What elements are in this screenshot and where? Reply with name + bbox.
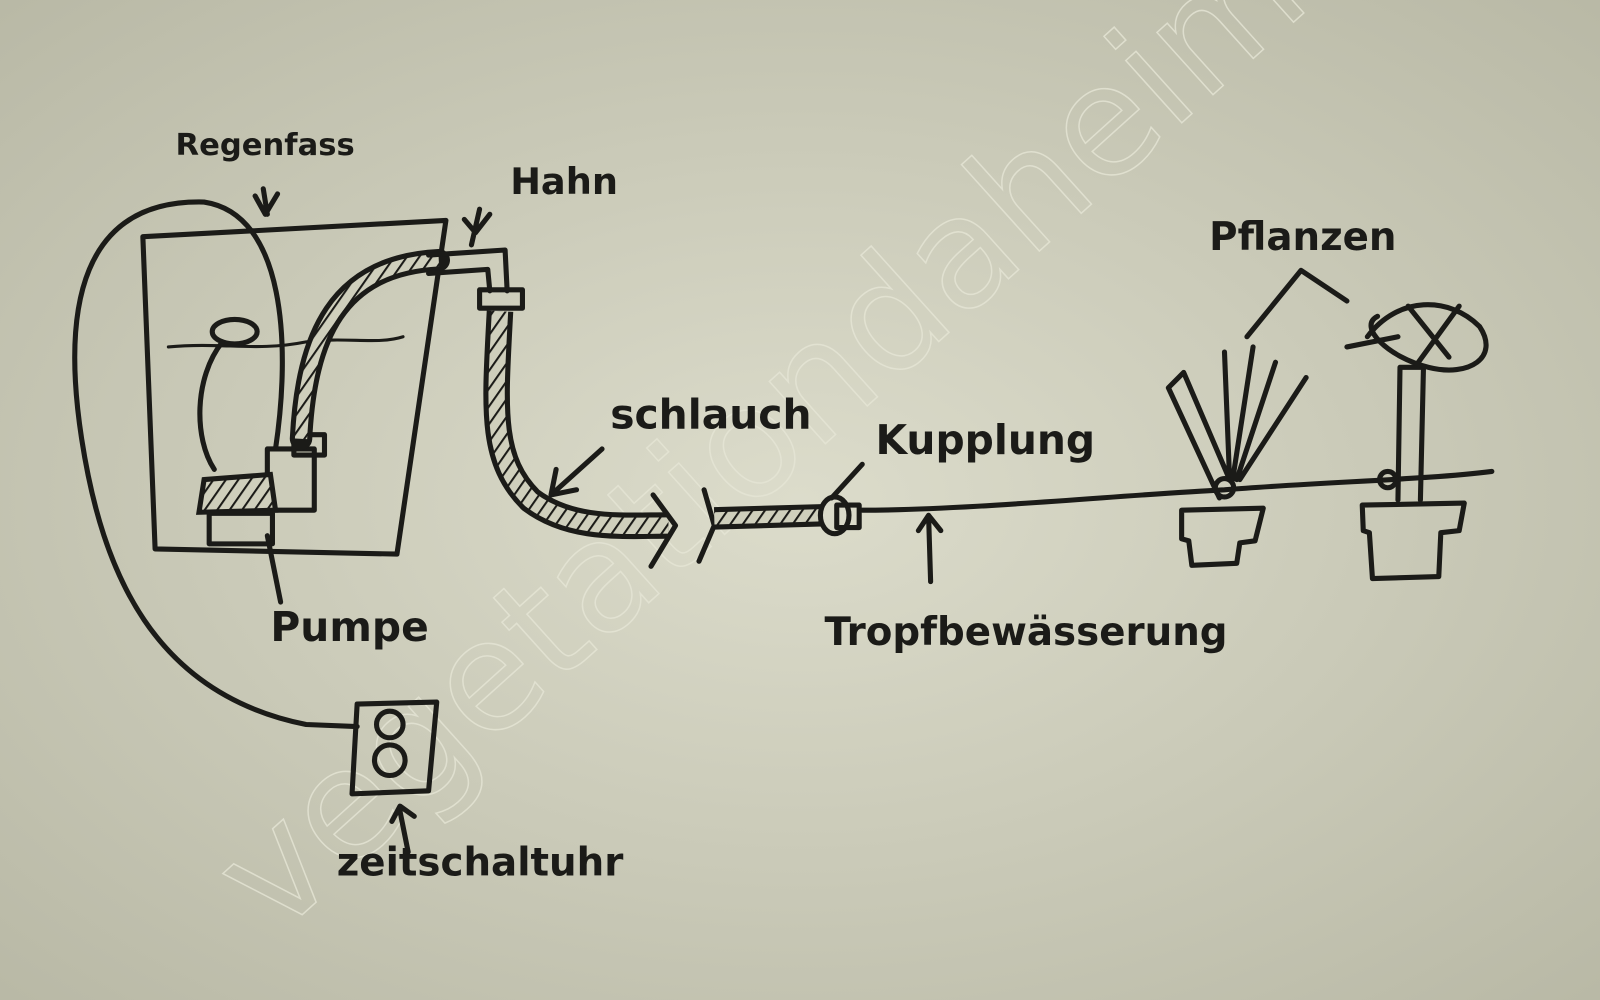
label-hose: schlauch <box>610 391 811 439</box>
coupling <box>817 461 865 537</box>
power-cable <box>72 199 360 730</box>
label-coupling: Kupplung <box>876 416 1096 464</box>
label-timer: zeitschaltuhr <box>337 841 624 886</box>
rain-barrel <box>140 217 449 557</box>
label-rain-barrel: Regenfass <box>176 128 355 163</box>
plant-1 <box>1165 267 1350 568</box>
label-pump: Pumpe <box>270 603 428 651</box>
tap <box>426 206 525 311</box>
label-drip-irrigation: Tropfbewässerung <box>824 610 1227 655</box>
plant-2 <box>1344 302 1489 582</box>
timer <box>349 699 440 855</box>
label-plants: Pflanzen <box>1209 215 1396 260</box>
label-tap: Hahn <box>510 160 618 203</box>
